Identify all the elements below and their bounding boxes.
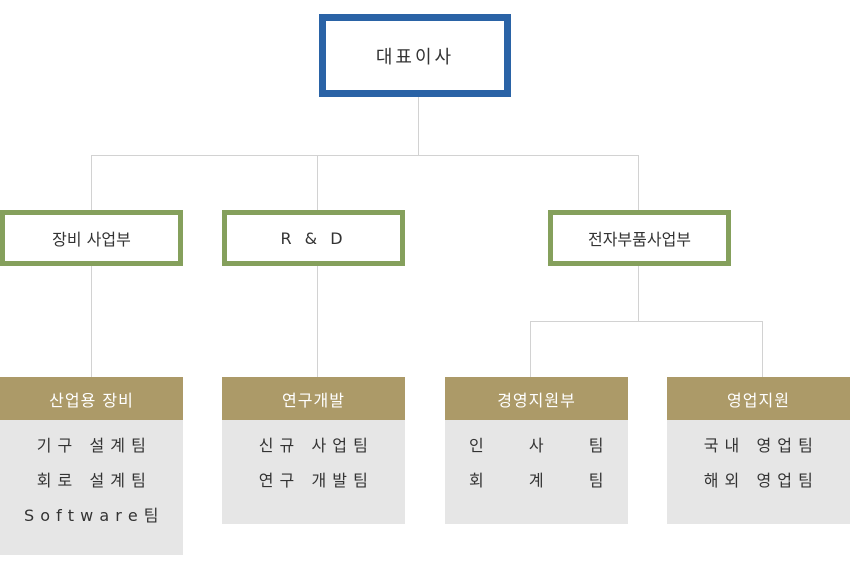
team-item: S o f t w a r e 팀 [23, 506, 160, 525]
team-title: 영업지원 [667, 377, 850, 420]
division-equipment: 장비 사업부 [0, 210, 183, 266]
team-body: 신 규 사 업 팀 연 구 개 발 팀 [222, 420, 405, 524]
team-item: 해 외 영 업 팀 [703, 471, 814, 490]
division-electronic-parts: 전자부품사업부 [548, 210, 731, 266]
connector-line [317, 266, 318, 377]
connector-line [530, 321, 531, 377]
connector-line [638, 155, 639, 210]
team-item: 신 규 사 업 팀 [258, 436, 369, 455]
team-title: 연구개발 [222, 377, 405, 420]
team-item: 기 구 설 계 팀 [36, 436, 147, 455]
connector-line [91, 266, 92, 377]
team-body: 국 내 영 업 팀 해 외 영 업 팀 [667, 420, 850, 524]
connector-line [530, 321, 763, 322]
division-label: 전자부품사업부 [587, 230, 692, 249]
connector-line [91, 155, 639, 156]
team-body: 기 구 설 계 팀 회 로 설 계 팀 S o f t w a r e 팀 [0, 420, 183, 555]
team-rnd: 연구개발 신 규 사 업 팀 연 구 개 발 팀 [222, 377, 405, 524]
connector-line [317, 155, 318, 210]
division-label: 장비 사업부 [52, 230, 131, 249]
team-title: 경영지원부 [445, 377, 628, 420]
division-rnd: R & D [222, 210, 405, 266]
connector-line [762, 321, 763, 377]
ceo-box: 대표이사 [319, 14, 511, 97]
connector-line [91, 155, 92, 210]
team-sales-support: 영업지원 국 내 영 업 팀 해 외 영 업 팀 [667, 377, 850, 524]
team-item: 회 계 팀 [468, 471, 605, 490]
team-industrial-equipment: 산업용 장비 기 구 설 계 팀 회 로 설 계 팀 S o f t w a r… [0, 377, 183, 555]
ceo-label: 대표이사 [375, 46, 455, 68]
team-item: 국 내 영 업 팀 [703, 436, 814, 455]
team-item: 인 사 팀 [468, 436, 605, 455]
team-management-support: 경영지원부 인 사 팀 회 계 팀 [445, 377, 628, 524]
team-item: 회 로 설 계 팀 [36, 471, 147, 490]
connector-line [638, 266, 639, 321]
team-body: 인 사 팀 회 계 팀 [445, 420, 628, 524]
connector-line [418, 97, 419, 155]
team-item: 연 구 개 발 팀 [258, 471, 369, 490]
team-title: 산업용 장비 [0, 377, 183, 420]
division-label: R & D [280, 228, 347, 248]
